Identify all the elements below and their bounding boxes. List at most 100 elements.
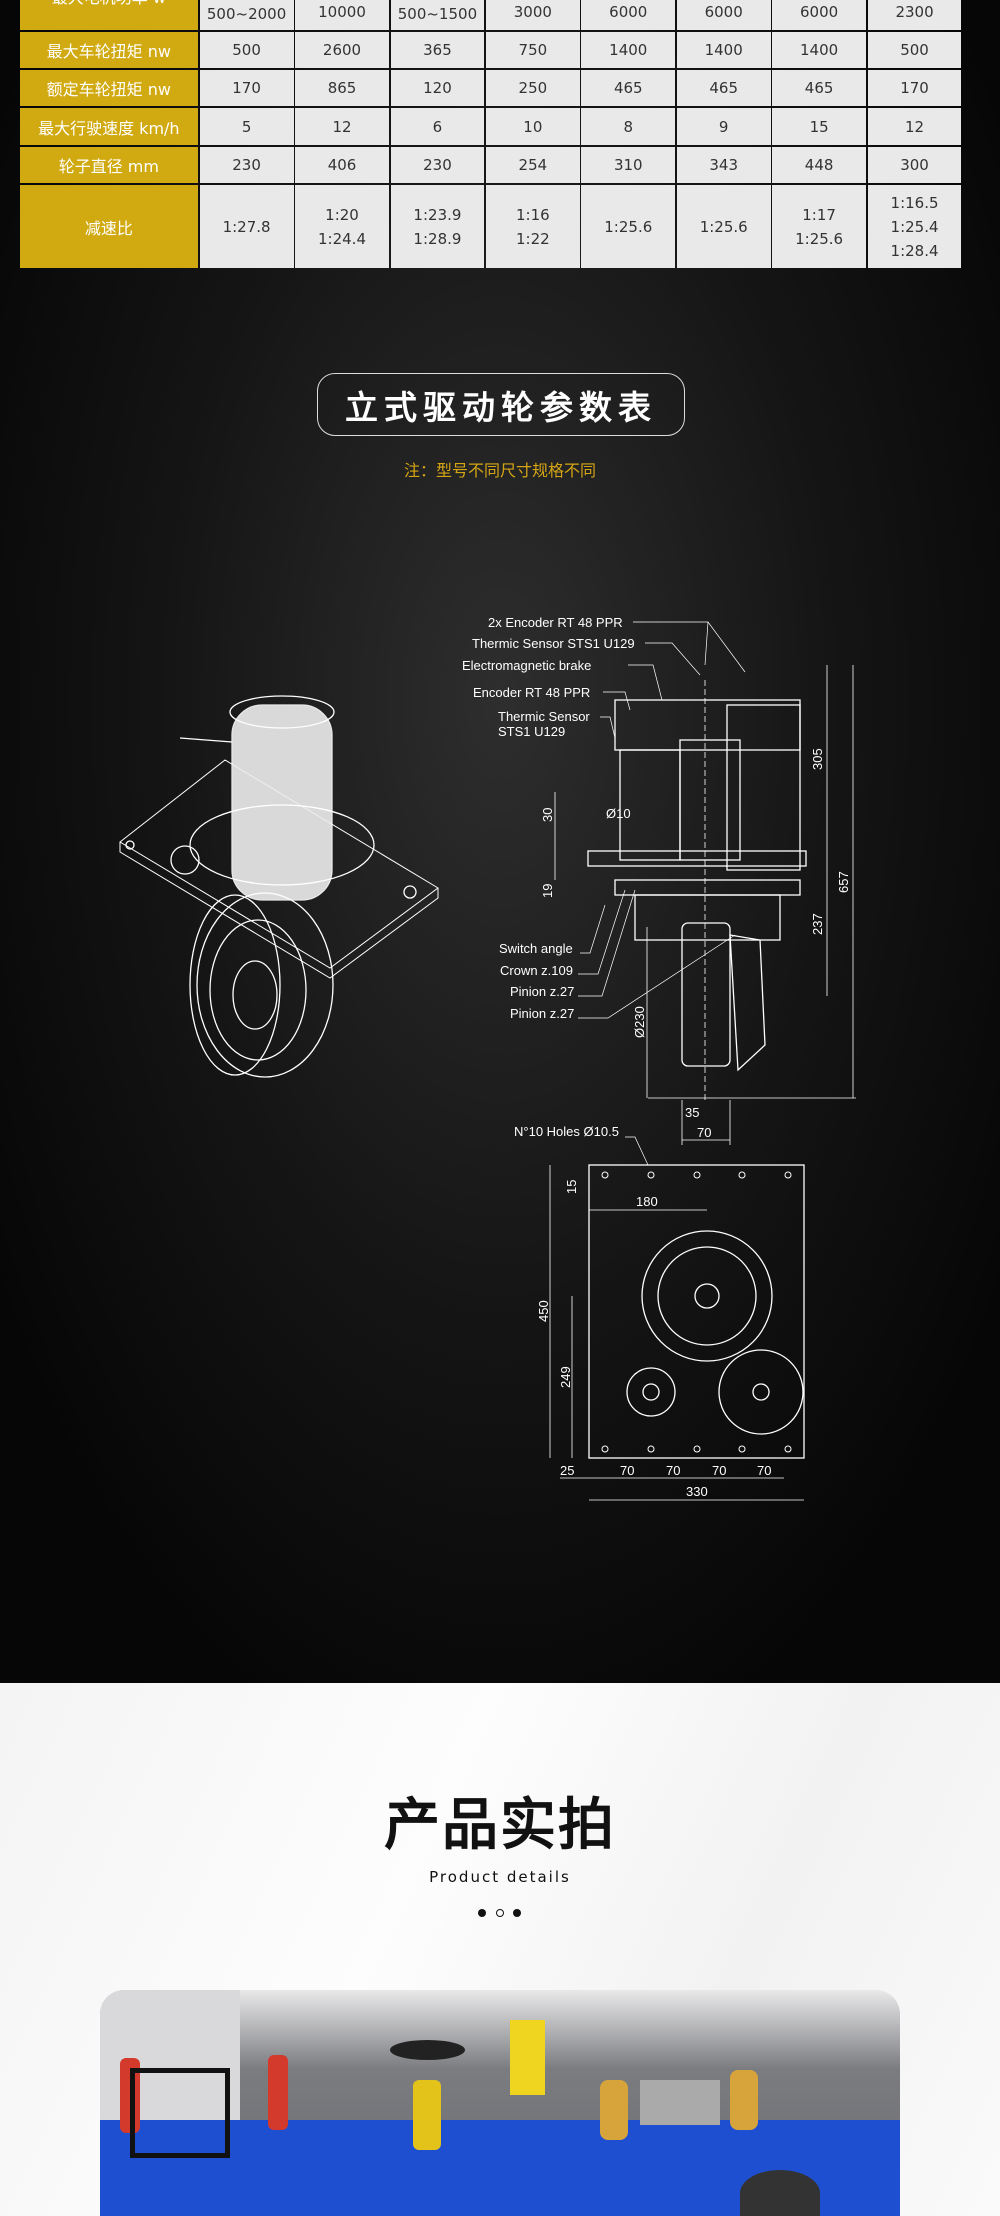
table-cell: 500 xyxy=(199,32,294,68)
isometric-drawing xyxy=(119,695,439,1078)
spec-section xyxy=(0,0,1000,1683)
table-cell: 310 xyxy=(581,147,676,183)
cell-line: 1:22 xyxy=(516,229,550,248)
drawing-labels: 2x Encoder RT 48 PPR Thermic Sensor STS1… xyxy=(462,615,851,1499)
dim: 657 xyxy=(836,871,851,893)
table-cell: 1:27.8 xyxy=(199,185,294,268)
table-cell: 1:23.9 1:28.9 xyxy=(390,185,485,268)
label-thermic-sensor-2b: STS1 U129 xyxy=(498,724,565,739)
table-cell: 3000 xyxy=(485,0,580,30)
label-pinion-2: Pinion z.27 xyxy=(510,1006,574,1021)
cell-line: 1:25.6 xyxy=(604,217,653,236)
dim: 30 xyxy=(540,808,555,822)
table-cell: 170 xyxy=(867,70,962,106)
table-row: 最大电机功率 w 500~2000 10000 500~1500 3000 60… xyxy=(20,0,963,30)
plan-view xyxy=(549,1164,805,1501)
dim: 70 xyxy=(620,1463,634,1478)
dim: 25 xyxy=(560,1463,574,1478)
table-cell: 250 xyxy=(485,70,580,106)
table-cell: 15 xyxy=(772,108,867,145)
label-brake: Electromagnetic brake xyxy=(462,658,591,673)
table-cell: 2300 xyxy=(867,0,962,30)
cell-line: 1:16 xyxy=(516,205,550,224)
dim: 15 xyxy=(564,1180,579,1194)
table-cell: 750 xyxy=(485,32,580,68)
table-cell: 448 xyxy=(772,147,867,183)
cell-line: 1:25.4 xyxy=(890,217,939,236)
table-cell: 1400 xyxy=(676,32,771,68)
table-cell: 230 xyxy=(199,147,294,183)
cell-line: 1:27.8 xyxy=(222,217,271,236)
label-crown: Crown z.109 xyxy=(500,963,573,978)
cell-line: 1:24.4 xyxy=(318,229,366,248)
table-cell: 8 xyxy=(581,108,676,145)
label-thermic-sensor-2: Thermic Sensor xyxy=(498,709,590,724)
product-subtitle: Product details xyxy=(429,1868,571,1886)
table-cell: 1:16.5 1:25.4 1:28.4 xyxy=(867,185,962,268)
dim: 450 xyxy=(536,1300,551,1322)
table-cell: 465 xyxy=(676,70,771,106)
table-cell: 406 xyxy=(295,147,389,183)
label-holes: N°10 Holes Ø10.5 xyxy=(514,1124,619,1139)
table-cell: 9 xyxy=(676,108,771,145)
row-label: 最大行驶速度 km/h xyxy=(20,108,198,145)
dim: 180 xyxy=(636,1194,658,1209)
table-cell: 6000 xyxy=(676,0,771,30)
table-cell: 10 xyxy=(485,108,580,145)
dim: 330 xyxy=(686,1484,708,1499)
dim: 70 xyxy=(757,1463,771,1478)
side-elevation xyxy=(554,621,856,1166)
label-pinion: Pinion z.27 xyxy=(510,984,574,999)
row-label: 减速比 xyxy=(20,185,198,268)
section-note: 注：型号不同尺寸规格不同 xyxy=(403,461,596,480)
table-cell: 170 xyxy=(199,70,294,106)
dim: Ø10 xyxy=(606,806,631,821)
table-cell: 1400 xyxy=(581,32,676,68)
table-cell: 254 xyxy=(485,147,580,183)
product-title: 产品实拍 xyxy=(384,1793,616,1858)
cell-line: 1:25.6 xyxy=(795,229,844,248)
table-cell: 6 xyxy=(390,108,485,145)
section-title: 立式驱动轮参数表 xyxy=(317,373,685,436)
table-cell: 10000 xyxy=(295,0,389,30)
dim: 19 xyxy=(540,884,555,898)
technical-drawing: 2x Encoder RT 48 PPR Thermic Sensor STS1… xyxy=(119,615,856,1501)
dim: 237 xyxy=(810,913,825,935)
cell-line: 1:28.9 xyxy=(413,229,462,248)
cell-line: 1:16.5 xyxy=(890,193,939,212)
table-cell: 865 xyxy=(295,70,389,106)
table-cell: 1400 xyxy=(772,32,867,68)
dot-icon xyxy=(513,1909,521,1917)
dot-icon xyxy=(496,1909,504,1917)
dim: 70 xyxy=(697,1125,711,1140)
cell-line: 1:25.6 xyxy=(699,217,748,236)
table-cell: 500~1500 xyxy=(390,0,485,30)
label-thermic-sensor: Thermic Sensor STS1 U129 xyxy=(472,636,635,651)
row-label: 最大车轮扭矩 nw xyxy=(20,32,198,68)
table-cell: 12 xyxy=(867,108,962,145)
table-cell: 5 xyxy=(199,108,294,145)
dim: Ø230 xyxy=(632,1006,647,1038)
table-cell: 1:25.6 xyxy=(676,185,771,268)
table-cell: 465 xyxy=(581,70,676,106)
table-cell: 300 xyxy=(867,147,962,183)
dim: 249 xyxy=(558,1366,573,1388)
table-cell: 365 xyxy=(390,32,485,68)
cell-line: 1:23.9 xyxy=(413,205,462,224)
table-cell: 2600 xyxy=(295,32,389,68)
row-label: 最大电机功率 w xyxy=(20,0,198,30)
row-label: 轮子直径 mm xyxy=(20,147,198,183)
cell-line: 1:28.4 xyxy=(890,241,939,260)
product-photo xyxy=(100,1990,900,2216)
dim: 70 xyxy=(666,1463,680,1478)
dot-icon xyxy=(478,1909,486,1917)
dim: 305 xyxy=(810,748,825,770)
table-cell: 6000 xyxy=(581,0,676,30)
